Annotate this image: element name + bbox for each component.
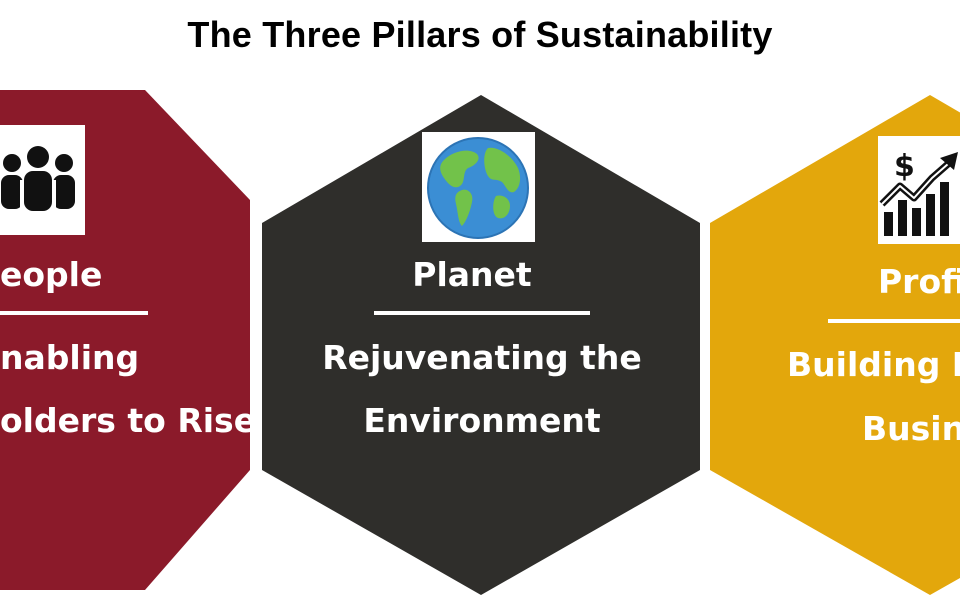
profit-heading: Profi [878, 262, 960, 301]
profit-line-1: Building En [787, 345, 960, 384]
globe-icon [427, 137, 529, 239]
profit-line-2: Busin [862, 409, 960, 448]
people-divider [0, 311, 148, 315]
people-icon-box [0, 125, 85, 235]
people-heading: eople [0, 255, 103, 294]
planet-divider [374, 311, 590, 315]
svg-text:$: $ [894, 149, 915, 184]
hexagon-planet [262, 95, 700, 595]
profit-icon-box: $ [878, 136, 960, 244]
planet-line-1: Rejuvenating the [322, 338, 642, 377]
people-line-1: nabling [0, 338, 140, 377]
people-line-2: olders to Rise [0, 401, 257, 440]
planet-line-2: Environment [363, 401, 601, 440]
diagram-title: The Three Pillars of Sustainability [187, 14, 773, 55]
planet-heading: Planet [412, 255, 532, 294]
profit-chart-icon: $ [879, 149, 958, 236]
globe-icon-box [422, 132, 535, 242]
profit-divider [828, 319, 960, 323]
people-icon [1, 146, 75, 211]
